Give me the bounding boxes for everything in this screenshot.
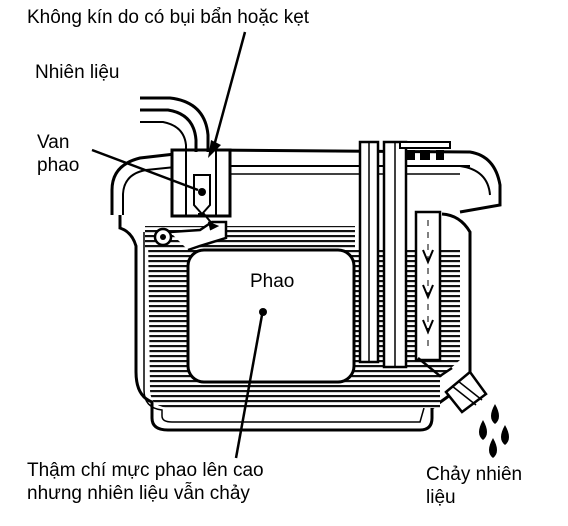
leader-float-high xyxy=(234,314,264,459)
leader-valve xyxy=(91,148,199,192)
label-fuel-inlet: Nhiên liệu xyxy=(35,62,120,83)
label-float-valve-line2: phao xyxy=(37,155,80,176)
label-float-valve: Van phao xyxy=(37,131,79,177)
label-float-valve-line1: Van xyxy=(37,132,70,153)
label-fuel-leak: Chảy nhiên liệu xyxy=(426,463,522,509)
float xyxy=(186,248,356,384)
label-fuel-leak-line1: Chảy nhiên xyxy=(426,464,523,485)
fuel-drop-2 xyxy=(479,420,487,440)
overflow-outlet xyxy=(444,370,488,414)
float-bowl xyxy=(118,212,472,432)
carburetor-upper-body xyxy=(110,148,502,215)
fuel-drop-4 xyxy=(489,438,497,458)
fuel-inlet-pipe xyxy=(140,96,210,152)
label-float: Phao xyxy=(247,270,298,293)
label-float-high-line2: nhưng nhiên liệu vẫn chảy xyxy=(27,483,250,504)
label-fault: Không kín do có bụi bẩn hoặc kẹt xyxy=(27,7,310,28)
label-float-high: Thậm chí mực phao lên cao nhưng nhiên li… xyxy=(27,459,264,505)
leader-fault xyxy=(212,31,247,147)
float-dot xyxy=(259,308,267,316)
label-float-high-line1: Thậm chí mực phao lên cao xyxy=(27,460,264,481)
label-fuel-leak-line2: liệu xyxy=(426,487,456,508)
fuel-drop-3 xyxy=(501,425,509,445)
fuel-drop-1 xyxy=(491,404,499,424)
